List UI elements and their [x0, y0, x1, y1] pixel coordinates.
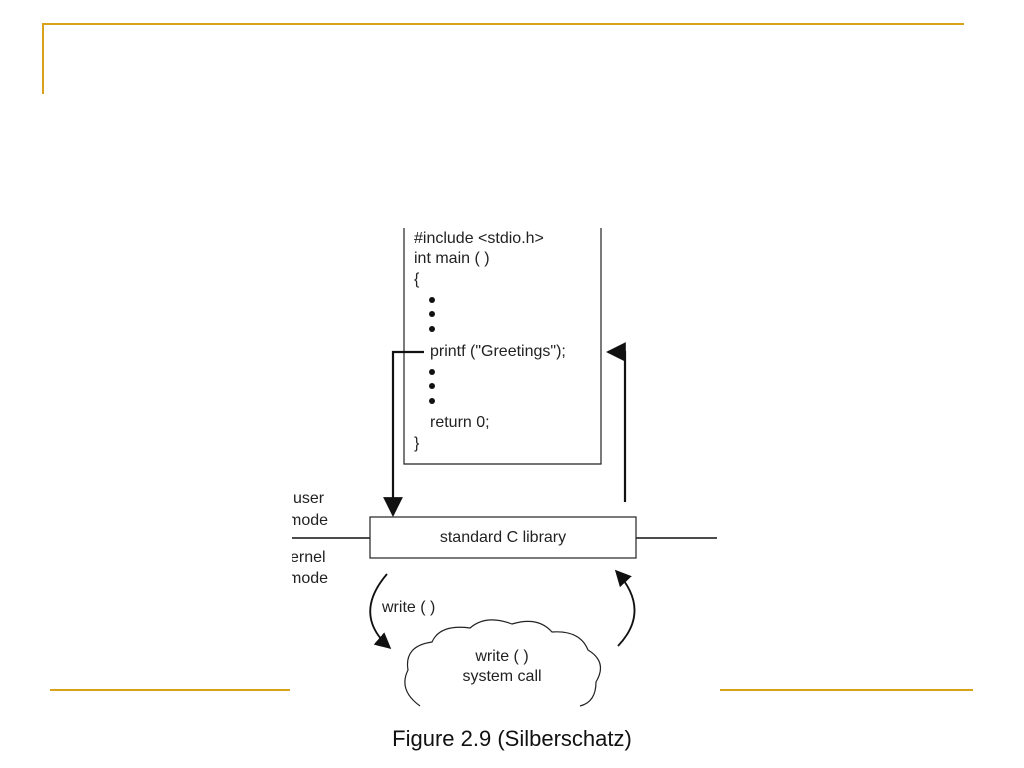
write-call-label: write ( )	[382, 599, 436, 616]
c-library-box	[369, 516, 637, 559]
write-up-arrow	[614, 569, 636, 647]
code-main: int main ( )	[414, 250, 490, 267]
kernel-mode-label-1: ernel	[292, 549, 326, 566]
code-return: return 0;	[430, 414, 490, 431]
code-printf: printf ("Greetings");	[430, 343, 566, 360]
code-open-brace: {	[414, 271, 420, 288]
left-accent-line	[42, 23, 44, 94]
bottom-accent-line-left	[50, 689, 290, 691]
ellipsis-dot	[429, 398, 435, 404]
bottom-accent-line-right	[720, 689, 973, 691]
ellipsis-dot	[429, 383, 435, 389]
mode-labels: user mode ernel mode	[292, 488, 372, 590]
ellipsis-dot	[429, 297, 435, 303]
syscall-label-1: write ( )	[475, 648, 529, 665]
c-library-label: standard C library	[439, 529, 567, 546]
figure-caption: Figure 2.9 (Silberschatz)	[392, 726, 632, 751]
code-include: #include <stdio.h>	[414, 230, 544, 247]
user-mode-label-1: user	[293, 490, 325, 507]
ellipsis-dot	[429, 326, 435, 332]
syscall-label-2: system call	[462, 668, 542, 685]
ellipsis-dot	[429, 311, 435, 317]
program-box	[403, 228, 602, 465]
code-close-brace: }	[414, 435, 420, 452]
user-mode-label-2: mode	[292, 512, 329, 529]
system-call-cloud	[404, 619, 602, 707]
write-down-arrow	[369, 573, 392, 650]
kernel-mode-label-2: mode	[292, 570, 329, 587]
return-arrow	[606, 342, 627, 502]
top-accent-line	[42, 23, 964, 25]
call-arrow	[383, 350, 424, 517]
ellipsis-dot	[429, 369, 435, 375]
